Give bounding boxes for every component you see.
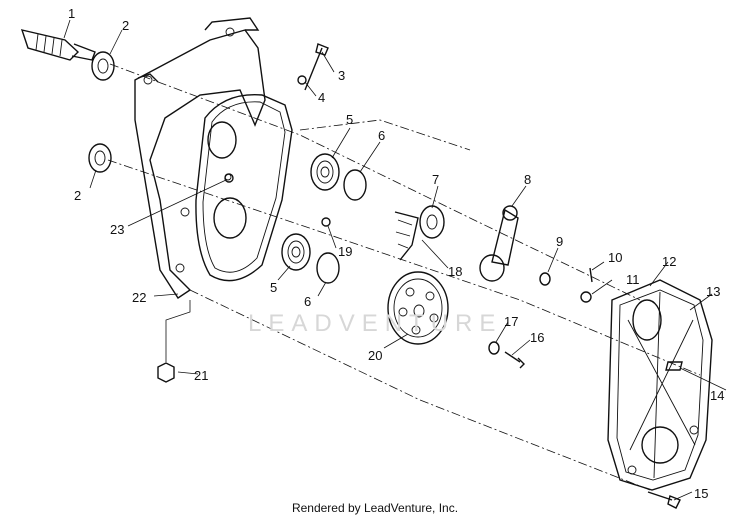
- part-19-nut: [321, 217, 331, 227]
- part-11-nut: [580, 291, 592, 303]
- part-23-bolt: [224, 173, 234, 183]
- callout-5-upper: 5: [346, 112, 353, 127]
- part-8-tensioner: [479, 205, 519, 282]
- callout-3: 3: [338, 68, 345, 83]
- callout-4: 4: [318, 90, 325, 105]
- part-3-bolt: [304, 43, 329, 91]
- part-1-shaft: [20, 29, 96, 61]
- part-2-seal-lower: [88, 143, 112, 173]
- callouts: 1 2 2 3 4 5 6 7 8 9 10 11 12 13 14 15 16…: [68, 6, 724, 501]
- watermark: LEADVENTURE: [248, 310, 503, 337]
- part-4-nut: [297, 75, 307, 85]
- callout-10: 10: [608, 250, 622, 265]
- part-6-ring-lower: [316, 252, 340, 284]
- callout-18: 18: [448, 264, 462, 279]
- part-10-pin: [589, 267, 593, 283]
- callout-14: 14: [710, 388, 724, 403]
- callout-15: 15: [694, 486, 708, 501]
- callout-6-lower: 6: [304, 294, 311, 309]
- callout-22: 22: [132, 290, 146, 305]
- part-18-chain: [394, 211, 419, 261]
- part-20-large-sprocket: [387, 271, 449, 345]
- leader-lines: [63, 19, 727, 501]
- callout-21: 21: [194, 368, 208, 383]
- callout-20: 20: [368, 348, 382, 363]
- callout-5-lower: 5: [270, 280, 277, 295]
- part-13-chaincase-cover: [607, 279, 713, 491]
- callout-12: 12: [662, 254, 676, 269]
- part-7-sprocket: [419, 205, 445, 239]
- part-14-label: [665, 361, 683, 371]
- callout-23: 23: [110, 222, 124, 237]
- callout-2-lower: 2: [74, 188, 81, 203]
- callout-13: 13: [706, 284, 720, 299]
- callout-11: 11: [626, 272, 640, 287]
- part-16-bolt: [504, 351, 525, 369]
- callout-16: 16: [530, 330, 544, 345]
- callout-17: 17: [504, 314, 518, 329]
- callout-2-upper: 2: [122, 18, 129, 33]
- part-17-washer: [488, 341, 500, 355]
- callout-9: 9: [556, 234, 563, 249]
- part-6-ring-upper: [343, 169, 367, 201]
- callout-1: 1: [68, 6, 75, 21]
- part-5-bearing-upper: [310, 153, 340, 191]
- part-21-bolt: [157, 362, 175, 383]
- part-5-bearing-lower: [281, 233, 311, 271]
- render-credit: Rendered by LeadVenture, Inc.: [291, 501, 459, 515]
- callout-7: 7: [432, 172, 439, 187]
- callout-8: 8: [524, 172, 531, 187]
- assembly-lines: [107, 63, 701, 491]
- callout-19: 19: [338, 244, 352, 259]
- part-22-chaincase-housing: [134, 17, 293, 299]
- callout-6-upper: 6: [378, 128, 385, 143]
- part-9-washer: [539, 272, 551, 286]
- part-2-seal-upper: [91, 51, 115, 81]
